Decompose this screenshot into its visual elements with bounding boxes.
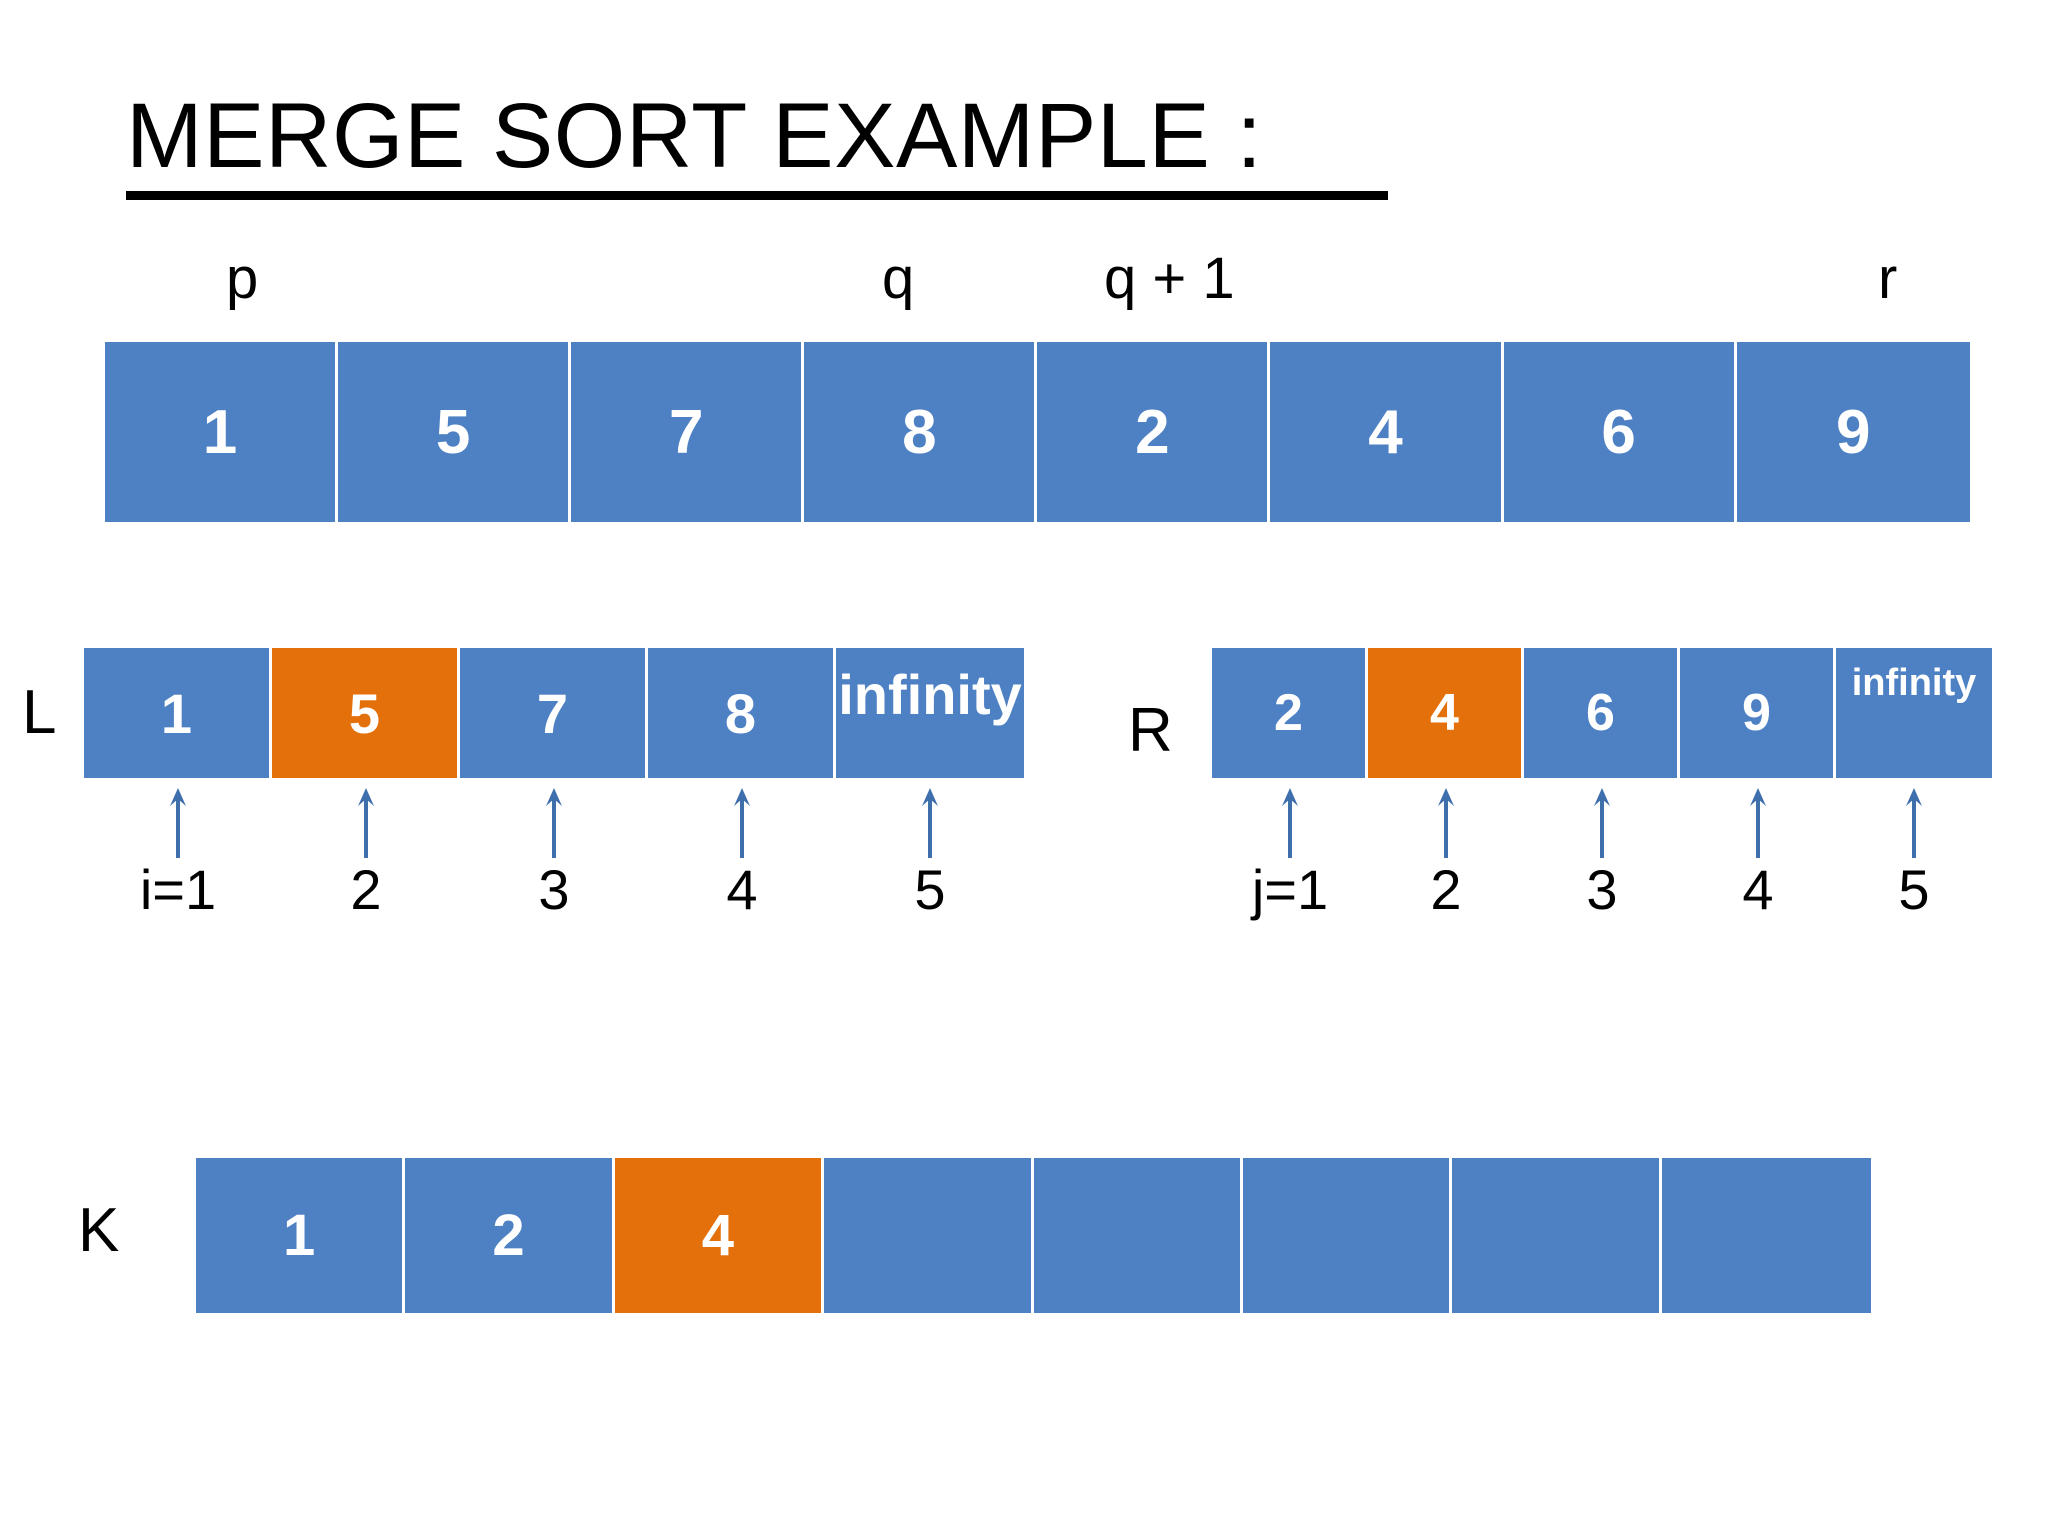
right-array-cell-4: 9	[1680, 648, 1836, 778]
right-array-cell-3: 6	[1524, 648, 1680, 778]
right-array-cell-2: 4	[1368, 648, 1524, 778]
left-array-index-label: 2	[350, 858, 382, 921]
main-array-cell-1: 1	[105, 342, 339, 522]
up-arrow-icon	[1542, 786, 1662, 858]
right-array-index-label: 4	[1742, 858, 1774, 921]
output-array-cell-6	[1242, 1158, 1453, 1313]
output-array-cell-5	[1033, 1158, 1243, 1313]
main-array-cell-8: 9	[1736, 342, 1970, 522]
right-array-index-label: 3	[1586, 858, 1618, 921]
output-array-cell-1: 1	[196, 1158, 406, 1313]
output-array-cell-7	[1452, 1158, 1662, 1313]
output-array-label: K	[78, 1196, 120, 1265]
up-arrow-icon	[118, 786, 238, 858]
title-underline	[126, 190, 1388, 200]
output-array-cell-4	[824, 1158, 1034, 1313]
main-array-cell-7: 6	[1503, 342, 1737, 522]
right-array-cell-1: 2	[1212, 648, 1368, 778]
page-title: MERGE SORT EXAMPLE :	[126, 85, 1263, 187]
output-array-cell-2: 2	[405, 1158, 615, 1313]
up-arrow-icon	[494, 786, 614, 858]
left-array-index-2: 2	[306, 786, 426, 918]
main-array-cell-2: 5	[338, 342, 572, 522]
main-array-cell-3: 7	[571, 342, 805, 522]
right-array-index-4: 4	[1698, 786, 1818, 918]
left-array-cell-5: infinity	[836, 648, 1024, 778]
right-array-cell-5: infinity	[1836, 648, 1992, 778]
up-arrow-icon	[1854, 786, 1974, 858]
left-array-index-label: 5	[914, 858, 946, 921]
right-array-index-label: 2	[1430, 858, 1462, 921]
left-array-index-label: 4	[726, 858, 758, 921]
up-arrow-icon	[1386, 786, 1506, 858]
output-array-cell-8	[1661, 1158, 1871, 1313]
left-array-index-label: 3	[538, 858, 570, 921]
right-array-index-1: j=1	[1230, 786, 1350, 918]
left-array-label: L	[22, 678, 57, 747]
right-array-label: R	[1128, 696, 1173, 765]
title-block: MERGE SORT EXAMPLE :	[126, 88, 1426, 200]
left-array-index-5: 5	[870, 786, 990, 918]
main-array-cell-6: 4	[1270, 342, 1504, 522]
left-array-cell-1: 1	[84, 648, 272, 778]
output-array-cell-3: 4	[614, 1158, 825, 1313]
main-array-cell-5: 2	[1037, 342, 1271, 522]
right-array-index-2: 2	[1386, 786, 1506, 918]
right-array-index-label: j=1	[1251, 858, 1329, 921]
pointer-label-p: p	[226, 246, 259, 311]
main-array-cell-4: 8	[804, 342, 1038, 522]
left-array-index-4: 4	[682, 786, 802, 918]
up-arrow-icon	[306, 786, 426, 858]
right-array-index-label: 5	[1898, 858, 1930, 921]
up-arrow-icon	[682, 786, 802, 858]
left-array-index-3: 3	[494, 786, 614, 918]
left-array-cell-3: 7	[460, 648, 648, 778]
left-array-cell-4: 8	[648, 648, 836, 778]
left-array-index-1: i=1	[118, 786, 238, 918]
right-array-index-5: 5	[1854, 786, 1974, 918]
left-array-index-label: i=1	[139, 858, 217, 921]
pointer-label-q: q	[882, 246, 915, 311]
up-arrow-icon	[1230, 786, 1350, 858]
left-array-cell-2: 5	[272, 648, 460, 778]
pointer-label-r: r	[1878, 246, 1898, 311]
pointer-label-q-plus-1: q + 1	[1104, 246, 1235, 311]
up-arrow-icon	[1698, 786, 1818, 858]
up-arrow-icon	[870, 786, 990, 858]
right-array-index-3: 3	[1542, 786, 1662, 918]
